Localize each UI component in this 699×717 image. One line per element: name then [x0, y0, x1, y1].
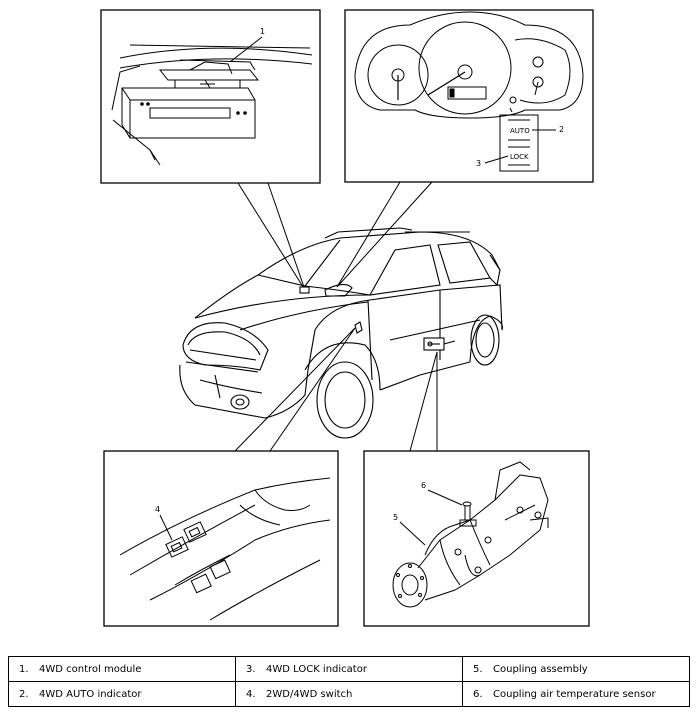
callout-6: 6	[421, 481, 426, 490]
panel-control-module: 1	[100, 9, 321, 184]
legend-row: 2.4WD AUTO indicator 4.2WD/4WD switch 6.…	[8, 681, 690, 707]
callout-2: 2	[559, 125, 564, 134]
coupling-air-temperature-sensor	[459, 501, 477, 527]
legend-item: 2.4WD AUTO indicator	[8, 681, 236, 707]
right-gauges	[509, 38, 571, 104]
leader-lines-bottom	[234, 327, 438, 452]
callout-5: 5	[393, 513, 398, 522]
2wd-4wd-switch	[165, 536, 189, 558]
leader-lines-top	[237, 181, 433, 291]
callout-3: 3	[476, 159, 481, 168]
legend-item: 5.Coupling assembly	[462, 656, 690, 682]
panel-coupling-assembly: 5 6	[363, 450, 590, 627]
legend-table: 1.4WD control module 3.4WD LOCK indicato…	[8, 656, 690, 707]
callout-4: 4	[155, 505, 160, 514]
left-gauge	[367, 44, 429, 106]
svg-text:LOCK: LOCK	[510, 153, 529, 161]
4wd-component-location-diagram: 1 AUTO	[100, 9, 594, 627]
legend-item: 1.4WD control module	[8, 656, 236, 682]
vehicle-illustration	[179, 227, 504, 439]
4wd-lock-indicator: LOCK	[508, 146, 530, 166]
callout-1: 1	[260, 27, 265, 36]
legend-item: 6.Coupling air temperature sensor	[462, 681, 690, 707]
panel-2wd-4wd-switch: 4	[103, 450, 339, 627]
panel-instrument-cluster: AUTO LOCK 2 3	[344, 9, 594, 183]
legend-item: 3.4WD LOCK indicator	[235, 656, 463, 682]
svg-text:AUTO: AUTO	[510, 127, 530, 135]
legend-row: 1.4WD control module 3.4WD LOCK indicato…	[8, 656, 690, 682]
legend-item: 4.2WD/4WD switch	[235, 681, 463, 707]
coupling-assembly	[392, 461, 549, 608]
4wd-auto-indicator: AUTO	[508, 119, 530, 141]
speedometer	[418, 21, 512, 115]
control-module-unit	[121, 59, 260, 139]
